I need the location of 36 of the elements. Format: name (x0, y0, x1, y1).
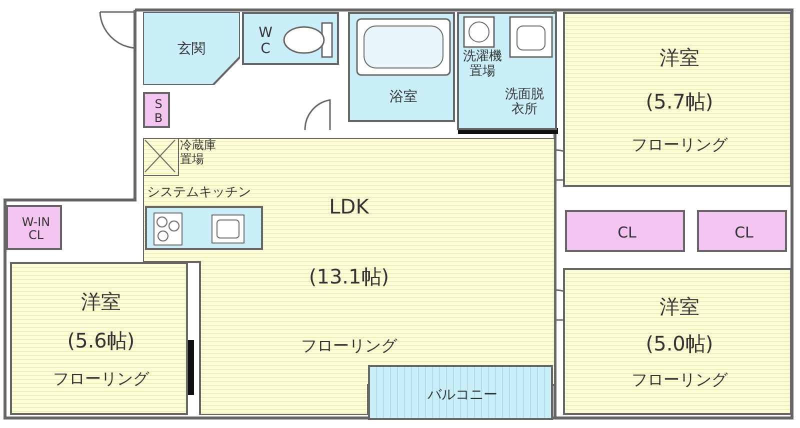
room-size: (5.7帖) (646, 90, 714, 113)
room-name: S B (153, 98, 164, 126)
room-name: W-IN CL (20, 216, 52, 244)
room-area (563, 12, 792, 187)
room-name: 洋室 (81, 290, 121, 314)
fridge-space-label: 冷蔵庫置場 (180, 139, 216, 167)
counter-label: システムキッチン (147, 186, 251, 201)
room-area (697, 210, 787, 252)
room-area (563, 268, 792, 415)
room-area (143, 12, 240, 85)
room-name: W C (258, 24, 273, 57)
floor-type: フローリング (53, 370, 149, 388)
room-area (242, 12, 339, 65)
room-area (348, 12, 455, 122)
floor-type: フローリング (301, 336, 397, 355)
room-name: バルコニー (428, 386, 498, 403)
room-name: 洋室 (660, 295, 700, 318)
room-name: CL (734, 224, 754, 242)
room-area (368, 365, 553, 420)
room-size: (5.6帖) (67, 329, 135, 352)
room-size: (5.0帖) (646, 332, 714, 355)
room-area (457, 12, 557, 130)
room-area (6, 205, 62, 250)
room-name: LDK (329, 196, 369, 219)
room-name: 洋室 (660, 46, 700, 70)
room-size: (13.1帖) (308, 265, 390, 288)
room-name: CL (618, 224, 636, 242)
room-name: 玄関 (178, 40, 206, 57)
floor-type: フローリング (632, 371, 728, 390)
room-area (143, 92, 170, 128)
floor-type: 洗面脱衣所 (505, 88, 544, 118)
room-name: 浴室 (390, 88, 418, 105)
room-area (10, 262, 188, 415)
room-name: 洗濯機置場 (463, 50, 502, 80)
floor-type: フローリング (632, 136, 728, 154)
room-area (565, 210, 685, 252)
